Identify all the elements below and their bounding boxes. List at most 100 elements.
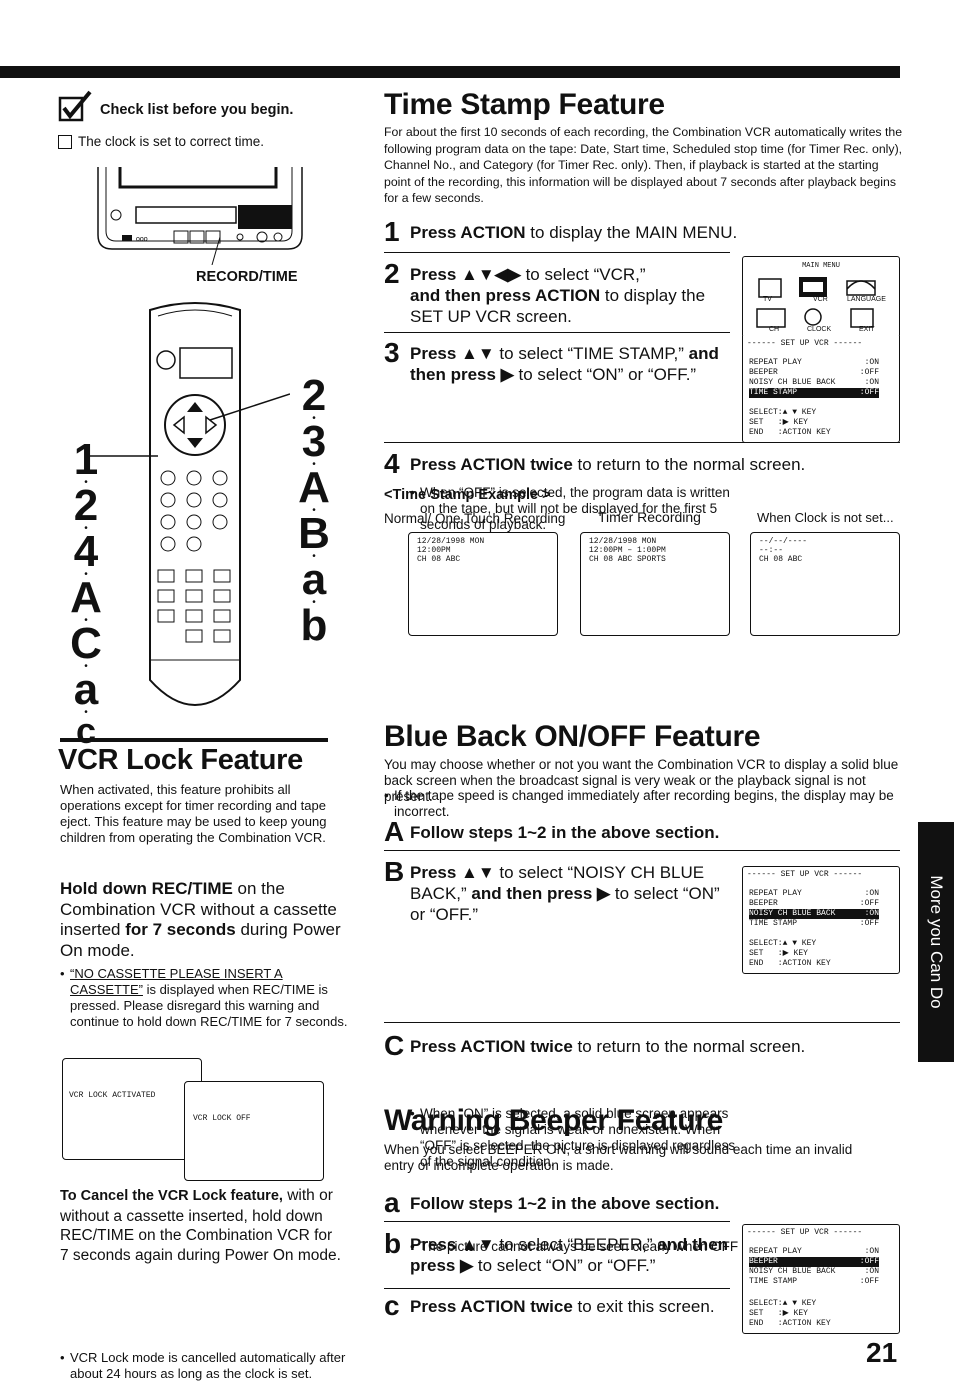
vcr-lock-warning-message: “NO CASSETTE PLEASE INSERT A CASSETTE” [70, 966, 283, 997]
vcr-lock-cancel: To Cancel the VCR Lock feature, with or … [60, 1186, 344, 1265]
vcr-lock-warning-note: “NO CASSETTE PLEASE INSERT A CASSETTE” i… [60, 966, 354, 1030]
remote-step-label: 4 [73, 527, 99, 576]
step-c-bold: Press ACTION twice [410, 1037, 573, 1056]
setup-row-label: BEEPER [749, 368, 778, 377]
example-label-normal: Normal/ One Touch Recording [384, 511, 566, 526]
beeper-step-b-bold-then: and then press ▶ [410, 1235, 729, 1275]
setup-header: ------ SET UP VCR ------ [747, 339, 863, 348]
time-stamp-note: If the tape speed is changed immediately… [384, 788, 894, 820]
step-2-text-select: to select “VCR,” [520, 265, 646, 284]
remote-step-label: 3 [301, 417, 327, 466]
beeper-step-b-text-select: to select “BEEPER,” [494, 1235, 658, 1254]
setup-key-line: SET :▶ KEY [749, 1309, 808, 1318]
example-label-timer: Timer Recording [598, 509, 701, 525]
setup-row: NOISY CH BLUE BACK :ON [749, 1267, 879, 1277]
vcr-lock-warning-text: is displayed when REC/TIME is pressed. P… [70, 982, 348, 1029]
step-3-bold-press: Press ▲▼ [410, 344, 495, 363]
blue-back-title: Blue Back ON/OFF Feature [384, 720, 761, 753]
time-stamp-intro: For about the first 10 seconds of each r… [384, 125, 903, 205]
vcr-lock-screen-text: VCR LOCK ACTIVATED [69, 1091, 156, 1100]
step-number: C [384, 1030, 405, 1061]
setup-row-selected: NOISY CH BLUE BACK :ON [749, 909, 879, 919]
beeper-step-b: b Press ▲▼ to select “BEEPER,” and then … [384, 1230, 730, 1276]
step-divider [384, 332, 730, 333]
remote-step-label: b [300, 601, 328, 650]
menu-item-tv: TV [763, 296, 772, 303]
beeper-step-b-text-onoff: to select “ON” or “OFF.” [473, 1256, 656, 1275]
main-menu-title: MAIN MENU [802, 262, 840, 270]
setup-row-value: :ON [864, 1247, 879, 1256]
step-1-bold: Press ACTION [410, 223, 526, 242]
checklist-checkbox [58, 135, 72, 149]
remote-control-illustration [149, 302, 241, 706]
menu-item-vcr: VCR [813, 296, 828, 303]
vcr-lock-hold-mode: during Power On mode. [60, 920, 341, 960]
setup-row-label: NOISY CH BLUE BACK [749, 1267, 836, 1276]
example-screen-line: --:-- [759, 546, 784, 555]
step-2-bold-action: and then press ACTION [410, 286, 601, 305]
beeper-step-c-bold: Press ACTION twice [410, 1297, 573, 1316]
setup-keys: SELECT:▲ ▼ KEY SET :▶ KEY END :ACTION KE… [749, 939, 831, 969]
setup-row: REPEAT PLAY :ON [749, 889, 879, 899]
checklist-item: The clock is set to correct time. [78, 134, 265, 149]
remote-step-label: B [298, 509, 330, 558]
setup-vcr-screen-beeper: ------ SET UP VCR ------ REPEAT PLAY:ON … [742, 1224, 900, 1334]
vcr-lock-title: VCR Lock Feature [58, 744, 303, 776]
example-screen-timer: 12/28/1998 MON 12:00PM – 1:00PM CH 08 AB… [580, 532, 730, 636]
remote-step-label: 1 [73, 435, 99, 484]
setup-keys: SELECT:▲ ▼ KEY SET :▶ KEY END :ACTION KE… [749, 408, 831, 438]
step-b-text-select: to select “NOISY CH BLUE BACK,” [410, 863, 705, 903]
setup-row-label: REPEAT PLAY [749, 889, 802, 898]
step-number: 2 [384, 258, 400, 289]
setup-row: TIME STAMP :OFF [749, 1277, 879, 1287]
step-b-bold-press: Press ▲▼ [410, 863, 495, 882]
beeper-step-a: a Follow steps 1~2 in the above section. [384, 1189, 904, 1217]
setup-row-value: :ON [864, 358, 879, 367]
setup-rows: REPEAT PLAY:ON BEEPER:OFF NOISY CH BLUE … [749, 1247, 879, 1287]
setup-row-value: :OFF [859, 1277, 879, 1286]
step-divider [384, 1221, 730, 1222]
blue-back-step-c: C Press ACTION twice to return to the no… [384, 1032, 904, 1060]
example-screen-line: 12:00PM [417, 546, 451, 555]
setup-key-line: SET :▶ KEY [749, 418, 808, 427]
svg-text:ooo: ooo [136, 236, 148, 243]
setup-row-value: :ON [864, 1267, 879, 1276]
step-1-text: to display the MAIN MENU. [525, 223, 738, 242]
remote-callout-lines [90, 393, 290, 457]
step-number: A [384, 816, 405, 847]
setup-row-label: NOISY CH BLUE BACK [749, 909, 836, 918]
example-screen-line: 12/28/1998 MON [417, 537, 485, 546]
vcr-lock-intro: When activated, this feature prohibits a… [60, 782, 327, 845]
setup-keys: SELECT:▲ ▼ KEY SET :▶ KEY END :ACTION KE… [749, 1299, 831, 1329]
setup-row-label: NOISY CH BLUE BACK [749, 378, 836, 387]
example-label-no-clock: When Clock is not set... [757, 510, 894, 525]
setup-row-value: :ON [864, 909, 879, 918]
main-menu-icons [756, 277, 876, 328]
side-tab: More you Can Do [918, 822, 954, 1062]
setup-row-value: :OFF [859, 899, 879, 908]
time-stamp-example-title: <Time Stamp Example > [384, 487, 551, 503]
setup-row-value: :OFF [859, 919, 879, 928]
time-stamp-title: Time Stamp Feature [384, 88, 665, 121]
step-3-bold-then: and then press ▶ [410, 344, 719, 384]
step-divider [384, 252, 730, 253]
beeper-title: Warning Beeper Feature [384, 1104, 724, 1137]
setup-row-label: TIME STAMP [749, 388, 798, 397]
step-number: b [384, 1228, 402, 1259]
setup-row-value: :ON [864, 889, 879, 898]
step-number: 3 [384, 337, 400, 368]
step-divider [384, 1022, 900, 1023]
setup-row-label: TIME STAMP [749, 1277, 798, 1286]
setup-vcr-screen-blue-back: ------ SET UP VCR ------ REPEAT PLAY:ON … [742, 866, 900, 974]
time-stamp-step-4: 4 Press ACTION twice to return to the no… [384, 450, 904, 478]
checkmark-box-icon [58, 90, 92, 122]
remote-step-label: 2 [73, 481, 99, 530]
setup-rows: REPEAT PLAY:ON BEEPER:OFF NOISY CH BLUE … [749, 358, 879, 398]
vcr-lock-screen-text: VCR LOCK OFF [193, 1114, 251, 1123]
example-screen-line: 12:00PM – 1:00PM [589, 546, 666, 555]
remote-step-label: C [70, 619, 102, 668]
step-a-text: Follow steps 1~2 in the above section. [410, 823, 720, 842]
step-number: 4 [384, 448, 400, 479]
setup-rows: REPEAT PLAY:ON BEEPER:OFF NOISY CH BLUE … [749, 889, 879, 929]
vcr-lock-cancel-note: VCR Lock mode is cancelled automatically… [60, 1350, 354, 1382]
